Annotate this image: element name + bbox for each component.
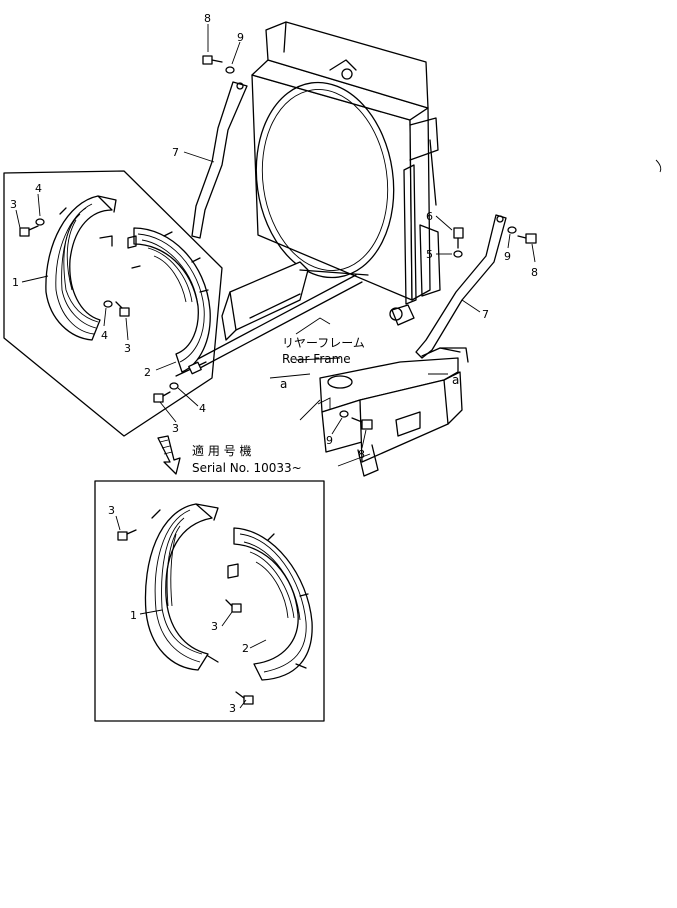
radiator-shroud <box>251 21 441 326</box>
hatched-arrow-icon <box>157 435 181 475</box>
callout-3-lower-c: 3 <box>229 702 236 715</box>
callout-8-top: 8 <box>204 12 211 25</box>
washer-9-bottom-icon <box>339 410 349 418</box>
fan-guard-1-upper <box>45 195 117 341</box>
callout-3-lower-a: 3 <box>108 504 115 517</box>
stay-right <box>415 214 507 359</box>
callout-1-upper: 1 <box>12 276 19 289</box>
inset-panel-upper <box>3 170 223 437</box>
stay-left <box>191 81 248 239</box>
washer-4-a-icon <box>35 218 45 226</box>
callout-7-right: 7 <box>482 308 489 321</box>
callout-6: 6 <box>426 210 433 223</box>
bolt-8-right-icon <box>517 233 537 244</box>
bolt-3-c-icon <box>153 391 171 403</box>
washer-4-c-icon <box>169 382 179 390</box>
callout-7-left: 7 <box>172 146 179 159</box>
bolt-3-lower-c-icon <box>235 691 254 705</box>
ref-a-left: a <box>280 377 287 391</box>
washer-9-top-icon <box>225 66 235 74</box>
callout-2-upper: 2 <box>144 366 151 379</box>
rear-frame-label-jp: リヤーフレーム <box>282 336 365 350</box>
callout-8-right: 8 <box>531 266 538 279</box>
callout-5: 5 <box>426 248 433 261</box>
callout-3-a: 3 <box>10 198 17 211</box>
callout-3-c: 3 <box>172 422 179 435</box>
callout-9-top: 9 <box>237 31 244 44</box>
callout-4-a: 4 <box>35 182 42 195</box>
callout-2-lower: 2 <box>242 642 249 655</box>
bolt-3-lower-a-icon <box>117 529 137 541</box>
callout-4-b: 4 <box>101 329 108 342</box>
callout-9-bottom: 9 <box>326 434 333 447</box>
ref-a-right: a <box>452 373 459 387</box>
bolt-3-a-icon <box>19 225 39 237</box>
stray-mark <box>655 159 662 173</box>
callout-8-bottom: 8 <box>358 448 365 461</box>
callout-4-c: 4 <box>199 402 206 415</box>
bolt-8-top-icon <box>202 55 223 65</box>
callout-3-lower-b: 3 <box>211 620 218 633</box>
washer-4-b-icon <box>103 300 113 308</box>
rear-frame <box>317 347 469 477</box>
fan-guard-1-lower <box>144 503 219 671</box>
bolt-8-bottom-icon <box>351 417 373 430</box>
serial-label-jp: 適 用 号 機 <box>192 443 251 458</box>
inset-panel-lower <box>94 480 325 722</box>
washer-9-right-icon <box>507 226 517 234</box>
rear-frame-label-en: Rear Frame <box>282 352 351 366</box>
shroud-bracket <box>195 261 369 369</box>
bolt-3-lower-b-icon <box>225 599 242 613</box>
serial-label-en: Serial No. 10033~ <box>192 461 302 475</box>
callout-3-b: 3 <box>124 342 131 355</box>
leader-lines <box>15 24 536 467</box>
bolt-6-icon <box>453 227 464 249</box>
callout-9-right: 9 <box>504 250 511 263</box>
washer-5-icon <box>453 250 463 258</box>
bolt-3-b-icon <box>115 301 130 317</box>
callout-1-lower: 1 <box>130 609 137 622</box>
fan-guard-2-upper <box>127 227 211 373</box>
fan-guard-2-lower <box>227 527 313 681</box>
